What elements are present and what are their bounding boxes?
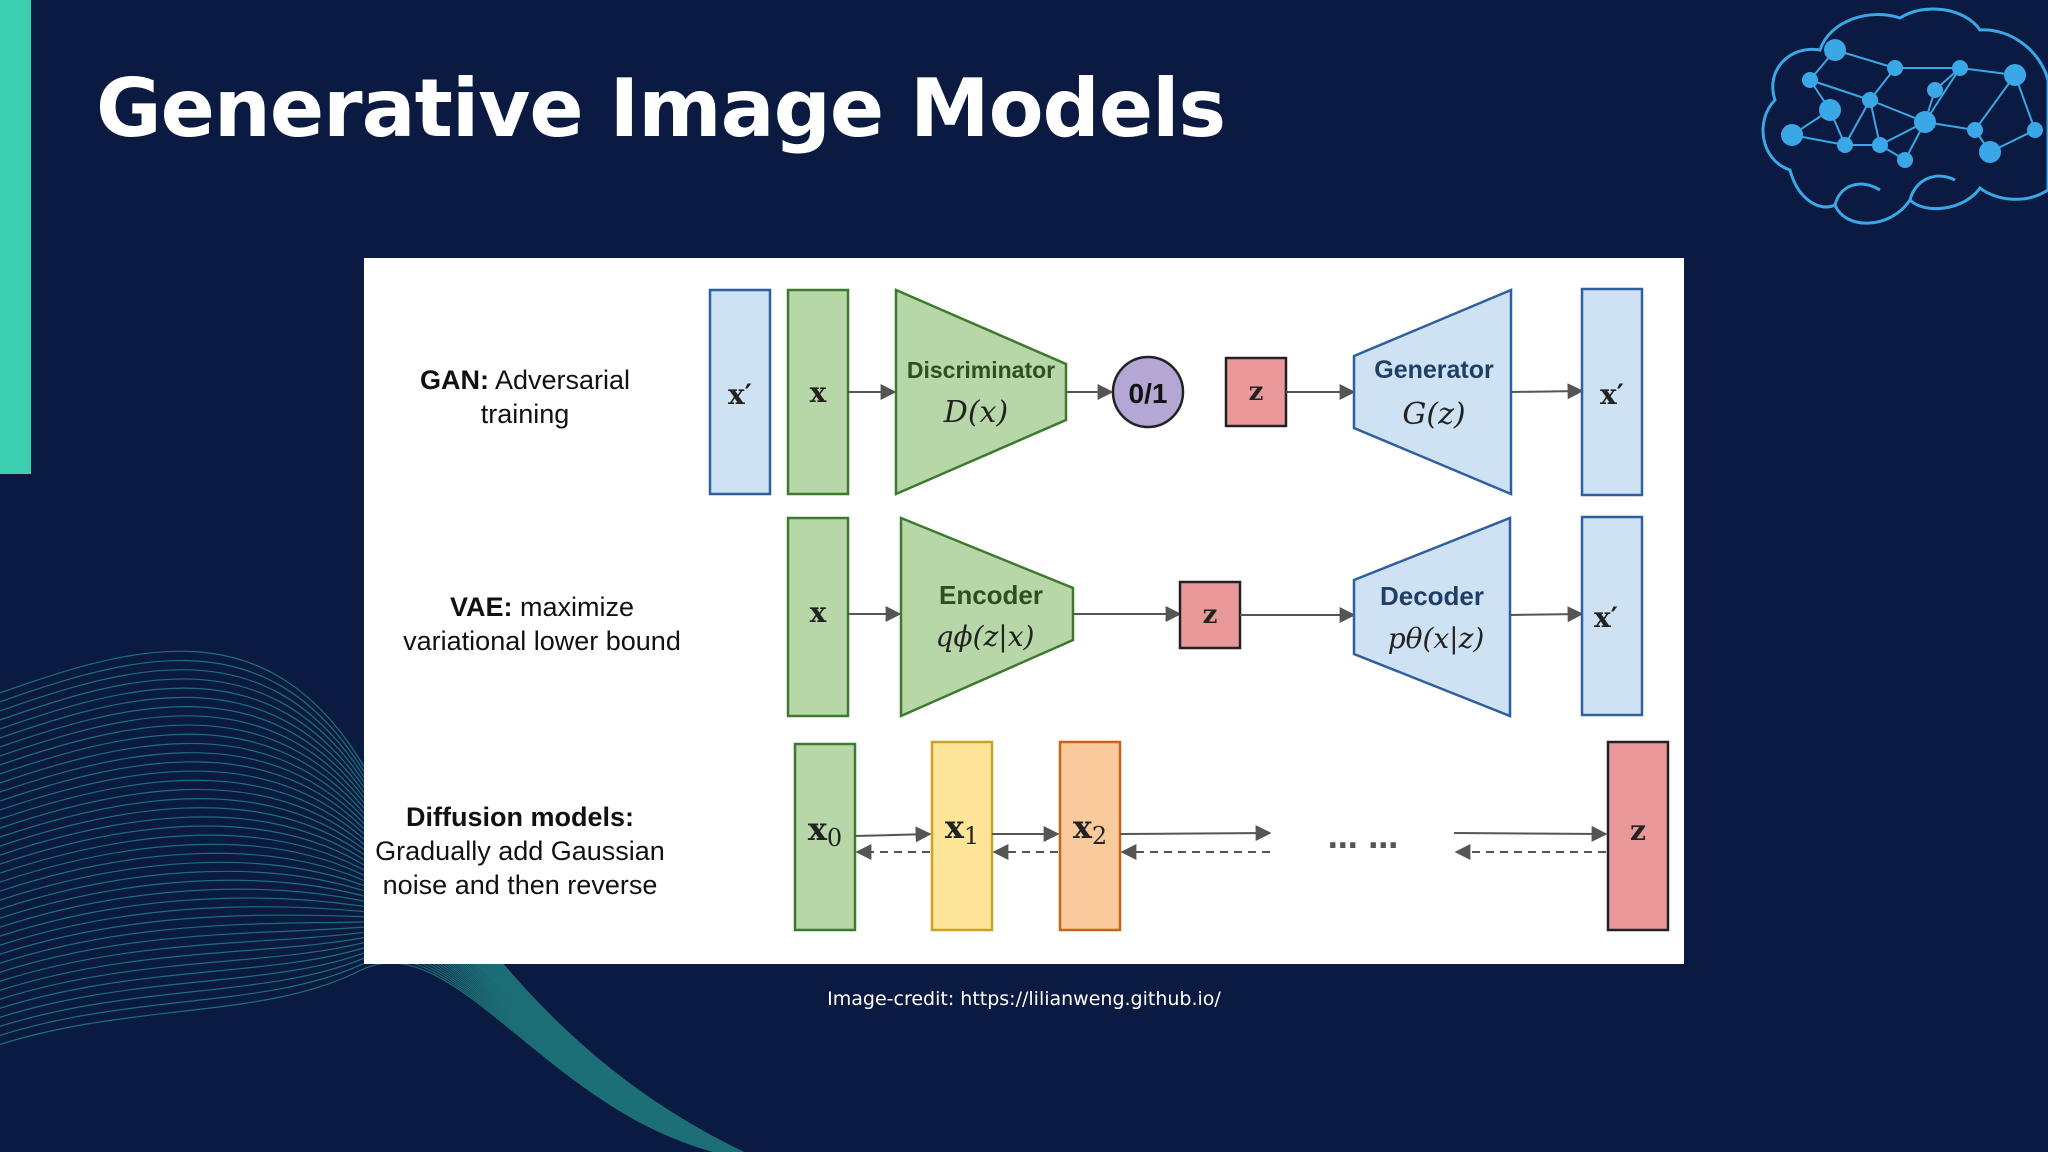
brain-node xyxy=(1897,152,1913,168)
wave-line xyxy=(0,715,743,1152)
encoder-title: Encoder xyxy=(939,580,1043,610)
brain-network-icon xyxy=(1761,7,2048,225)
wave-line xyxy=(0,706,743,1152)
brain-node xyxy=(1887,60,1903,76)
brain-node xyxy=(2004,64,2026,86)
vae-z-block xyxy=(1178,580,1242,650)
generative-models-diagram: x′ x Discriminator D(x) 0/1 z Generator … xyxy=(708,287,1670,932)
brain-link xyxy=(1844,99,1871,146)
encoder-fn: qϕ(z|x) xyxy=(936,620,1035,653)
brain-node xyxy=(1927,82,1943,98)
vae-output-label: x′ xyxy=(1594,601,1618,634)
figure-panel: x′ x Discriminator D(x) 0/1 z Generator … xyxy=(364,258,1684,964)
wave-line xyxy=(0,696,743,1152)
decoder-title: Decoder xyxy=(1380,581,1484,611)
generator-fn: G(z) xyxy=(1402,397,1465,432)
decoder-fn: pθ(x|z) xyxy=(1388,622,1485,655)
forward-arrow xyxy=(1453,825,1608,842)
generator-title: Generator xyxy=(1374,356,1494,384)
x1-label: x1 xyxy=(945,808,979,850)
forward-arrow xyxy=(854,826,932,843)
arrow xyxy=(1509,606,1584,623)
diffusion-label: Diffusion models: Gradually add Gaussian… xyxy=(375,802,665,900)
discriminator-title: Discriminator xyxy=(907,357,1055,383)
vae-x-block xyxy=(786,516,850,718)
brain-node xyxy=(1824,39,1846,61)
forward-arrow xyxy=(1119,825,1272,842)
x1-block xyxy=(930,740,994,932)
brain-node xyxy=(1967,122,1983,138)
gan-xprime-label: x′ xyxy=(728,378,752,411)
diffusion-z-label: z xyxy=(1630,814,1646,847)
gan-output-label: x′ xyxy=(1600,378,1624,411)
vae-z-label: z xyxy=(1203,600,1218,630)
brain-node xyxy=(1872,137,1888,153)
wave-line xyxy=(0,962,719,1152)
diffusion-z-block xyxy=(1606,740,1670,932)
brain-node xyxy=(1781,124,1803,146)
discriminator-block xyxy=(894,288,1068,496)
discriminator-output xyxy=(1111,355,1185,429)
x0-label: x0 xyxy=(808,810,842,852)
wave-line xyxy=(0,687,744,1152)
x2-label: x2 xyxy=(1073,808,1107,850)
wave-line xyxy=(0,733,742,1152)
diffusion-ellipsis: … … xyxy=(1328,821,1398,856)
gan-x-label: x xyxy=(810,376,827,409)
brain-node xyxy=(1862,92,1878,108)
vae-label: VAE: maximize variational lower bound xyxy=(403,592,681,656)
gan-output-block xyxy=(1580,287,1644,497)
brain-node xyxy=(1979,141,2001,163)
x2-block xyxy=(1058,740,1122,932)
brain-node xyxy=(1819,99,1841,121)
accent-bar xyxy=(0,0,31,474)
arrow xyxy=(1510,383,1584,400)
gan-xprime-block xyxy=(708,288,772,496)
gan-x-block xyxy=(786,288,850,496)
gan-label: GAN: Adversarial training xyxy=(419,365,631,429)
brain-node xyxy=(1802,72,1818,88)
discriminator-fn: D(x) xyxy=(943,395,1008,430)
x0-block xyxy=(793,742,857,932)
vae-x-label: x xyxy=(810,596,827,629)
brain-node xyxy=(1914,111,1936,133)
brain-link xyxy=(1974,74,2016,131)
generator-block xyxy=(1352,288,1513,496)
encoder-block xyxy=(899,516,1075,718)
wave-line xyxy=(0,650,745,1152)
brain-node xyxy=(1952,60,1968,76)
brain-node xyxy=(1837,137,1853,153)
gan-z-label: z xyxy=(1249,377,1264,407)
image-credit: Image-credit: https://lilianweng.github.… xyxy=(827,988,1221,1010)
vae-output-block xyxy=(1580,515,1644,717)
brain-link xyxy=(1809,79,1871,101)
gan-z-block xyxy=(1224,356,1288,428)
brain-node xyxy=(2027,122,2043,138)
discriminator-output-label: 0/1 xyxy=(1129,378,1168,409)
wave-line xyxy=(0,724,742,1152)
decoder-block xyxy=(1352,516,1512,718)
slide-title: Generative Image Models xyxy=(96,62,1226,155)
